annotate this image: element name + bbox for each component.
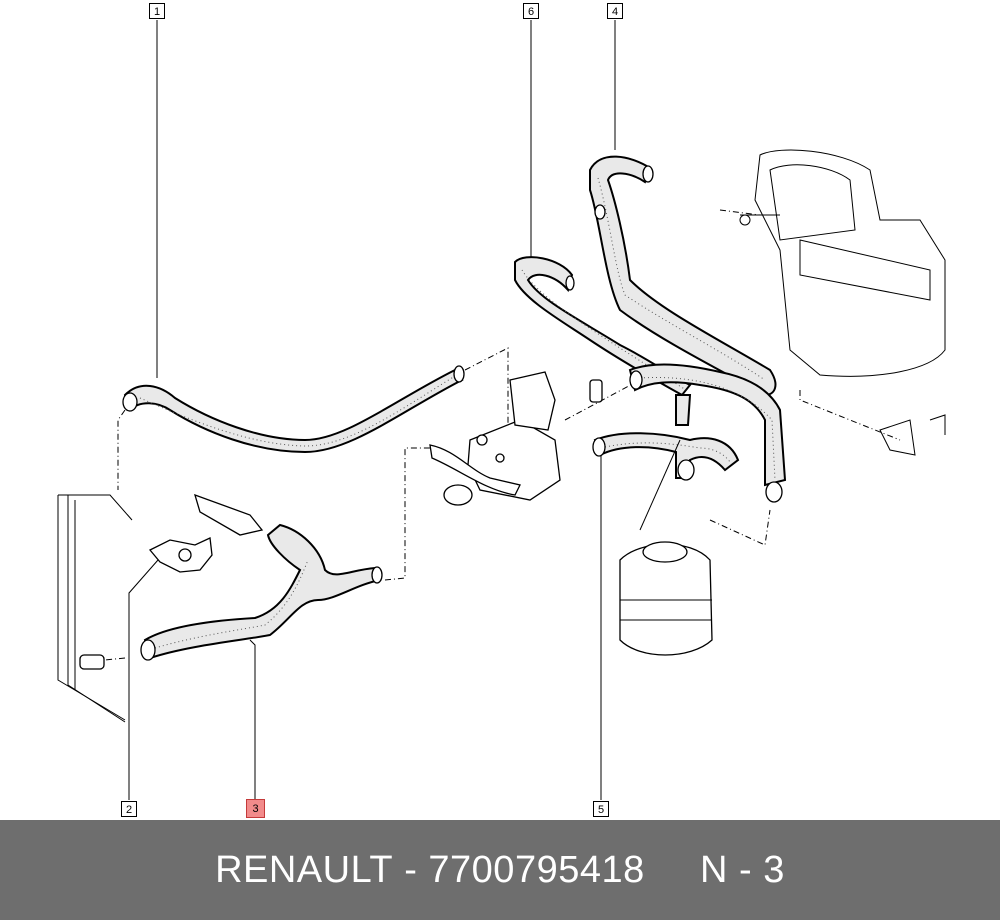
radiator-outline xyxy=(57,494,133,723)
callout-6: 6 xyxy=(523,3,539,19)
leader-lines xyxy=(128,20,616,800)
brand-separator: - xyxy=(404,848,418,891)
hose-3 xyxy=(140,523,383,661)
clip-2 xyxy=(148,493,264,573)
reservoir xyxy=(619,439,713,656)
callout-2: 2 xyxy=(121,801,137,817)
hose-4 xyxy=(589,155,787,503)
callout-3[interactable]: 3 xyxy=(246,799,265,818)
part-number: 7700795418 xyxy=(428,848,645,891)
position-code: N - 3 xyxy=(700,848,785,891)
hose-1 xyxy=(122,365,465,454)
callout-4: 4 xyxy=(607,3,623,19)
hose-5 xyxy=(592,432,740,481)
part-info-footer: RENAULT - 7700795418 N - 3 xyxy=(0,820,1000,920)
engine-outline xyxy=(739,149,946,456)
hose-assembly-diagram xyxy=(57,20,946,800)
separator xyxy=(393,849,404,892)
gap xyxy=(645,849,700,892)
separator-space xyxy=(417,849,428,892)
callout-5: 5 xyxy=(593,801,609,817)
brand-name: RENAULT xyxy=(215,848,394,891)
thermostat-housing xyxy=(429,371,561,506)
hose-6 xyxy=(514,256,692,403)
callout-1: 1 xyxy=(149,3,165,19)
